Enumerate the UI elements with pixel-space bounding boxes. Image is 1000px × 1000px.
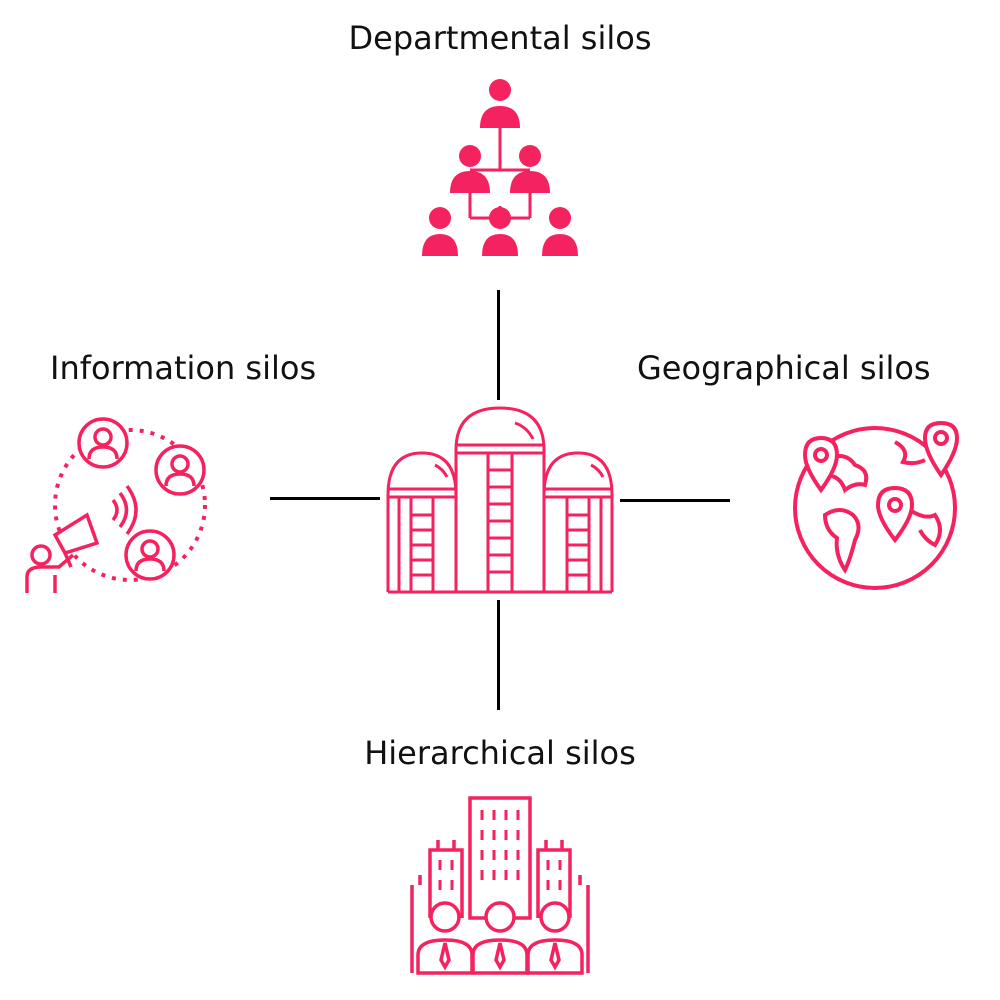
hierarchical-silos-label: Hierarchical silos — [364, 734, 636, 772]
connector-bottom — [497, 600, 500, 710]
connector-left — [270, 497, 380, 500]
megaphone-network-icon — [25, 417, 207, 593]
geographical-silos-label: Geographical silos — [637, 349, 931, 387]
connector-right — [620, 499, 730, 502]
silo-building-icon — [386, 406, 614, 594]
office-buildings-people-icon — [410, 796, 590, 975]
connector-top — [497, 290, 500, 400]
globe-pins-icon — [793, 420, 960, 590]
org-chart-icon — [422, 79, 578, 256]
information-silos-label: Information silos — [50, 349, 317, 387]
departmental-silos-label: Departmental silos — [348, 19, 652, 57]
